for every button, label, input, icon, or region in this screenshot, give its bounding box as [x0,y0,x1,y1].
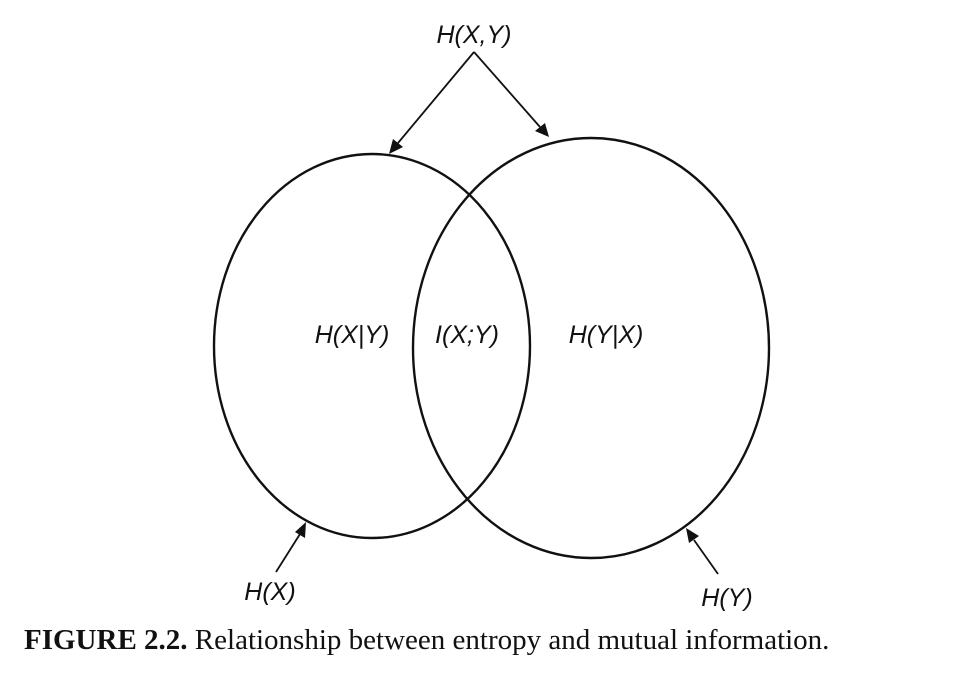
label-entropy-y: H(Y) [701,584,752,612]
caption-number: FIGURE 2.2. [24,624,188,656]
arrow-hy-head [686,528,699,543]
caption-text: Relationship between entropy and mutual … [194,624,830,656]
label-conditional-x-given-y: H(X|Y) [315,321,390,349]
arrow-to-hx-head [389,139,403,154]
arrow-hy-line [693,539,719,575]
arrow-to-hy-head [535,123,549,137]
arrow-hx-line [275,533,301,573]
arrow-hx-head [295,522,306,538]
figure-caption: FIGURE 2.2. Relationship between entropy… [24,624,954,657]
arrow-to-hx-line [397,51,475,144]
label-conditional-y-given-x: H(Y|X) [569,321,644,349]
label-mutual-information: I(X;Y) [435,321,499,349]
ellipse-hx [212,152,532,540]
label-entropy-x: H(X) [244,578,295,606]
label-joint-entropy: H(X,Y) [437,21,512,49]
arrow-to-hy-line [473,51,541,128]
ellipse-hy [411,136,771,560]
